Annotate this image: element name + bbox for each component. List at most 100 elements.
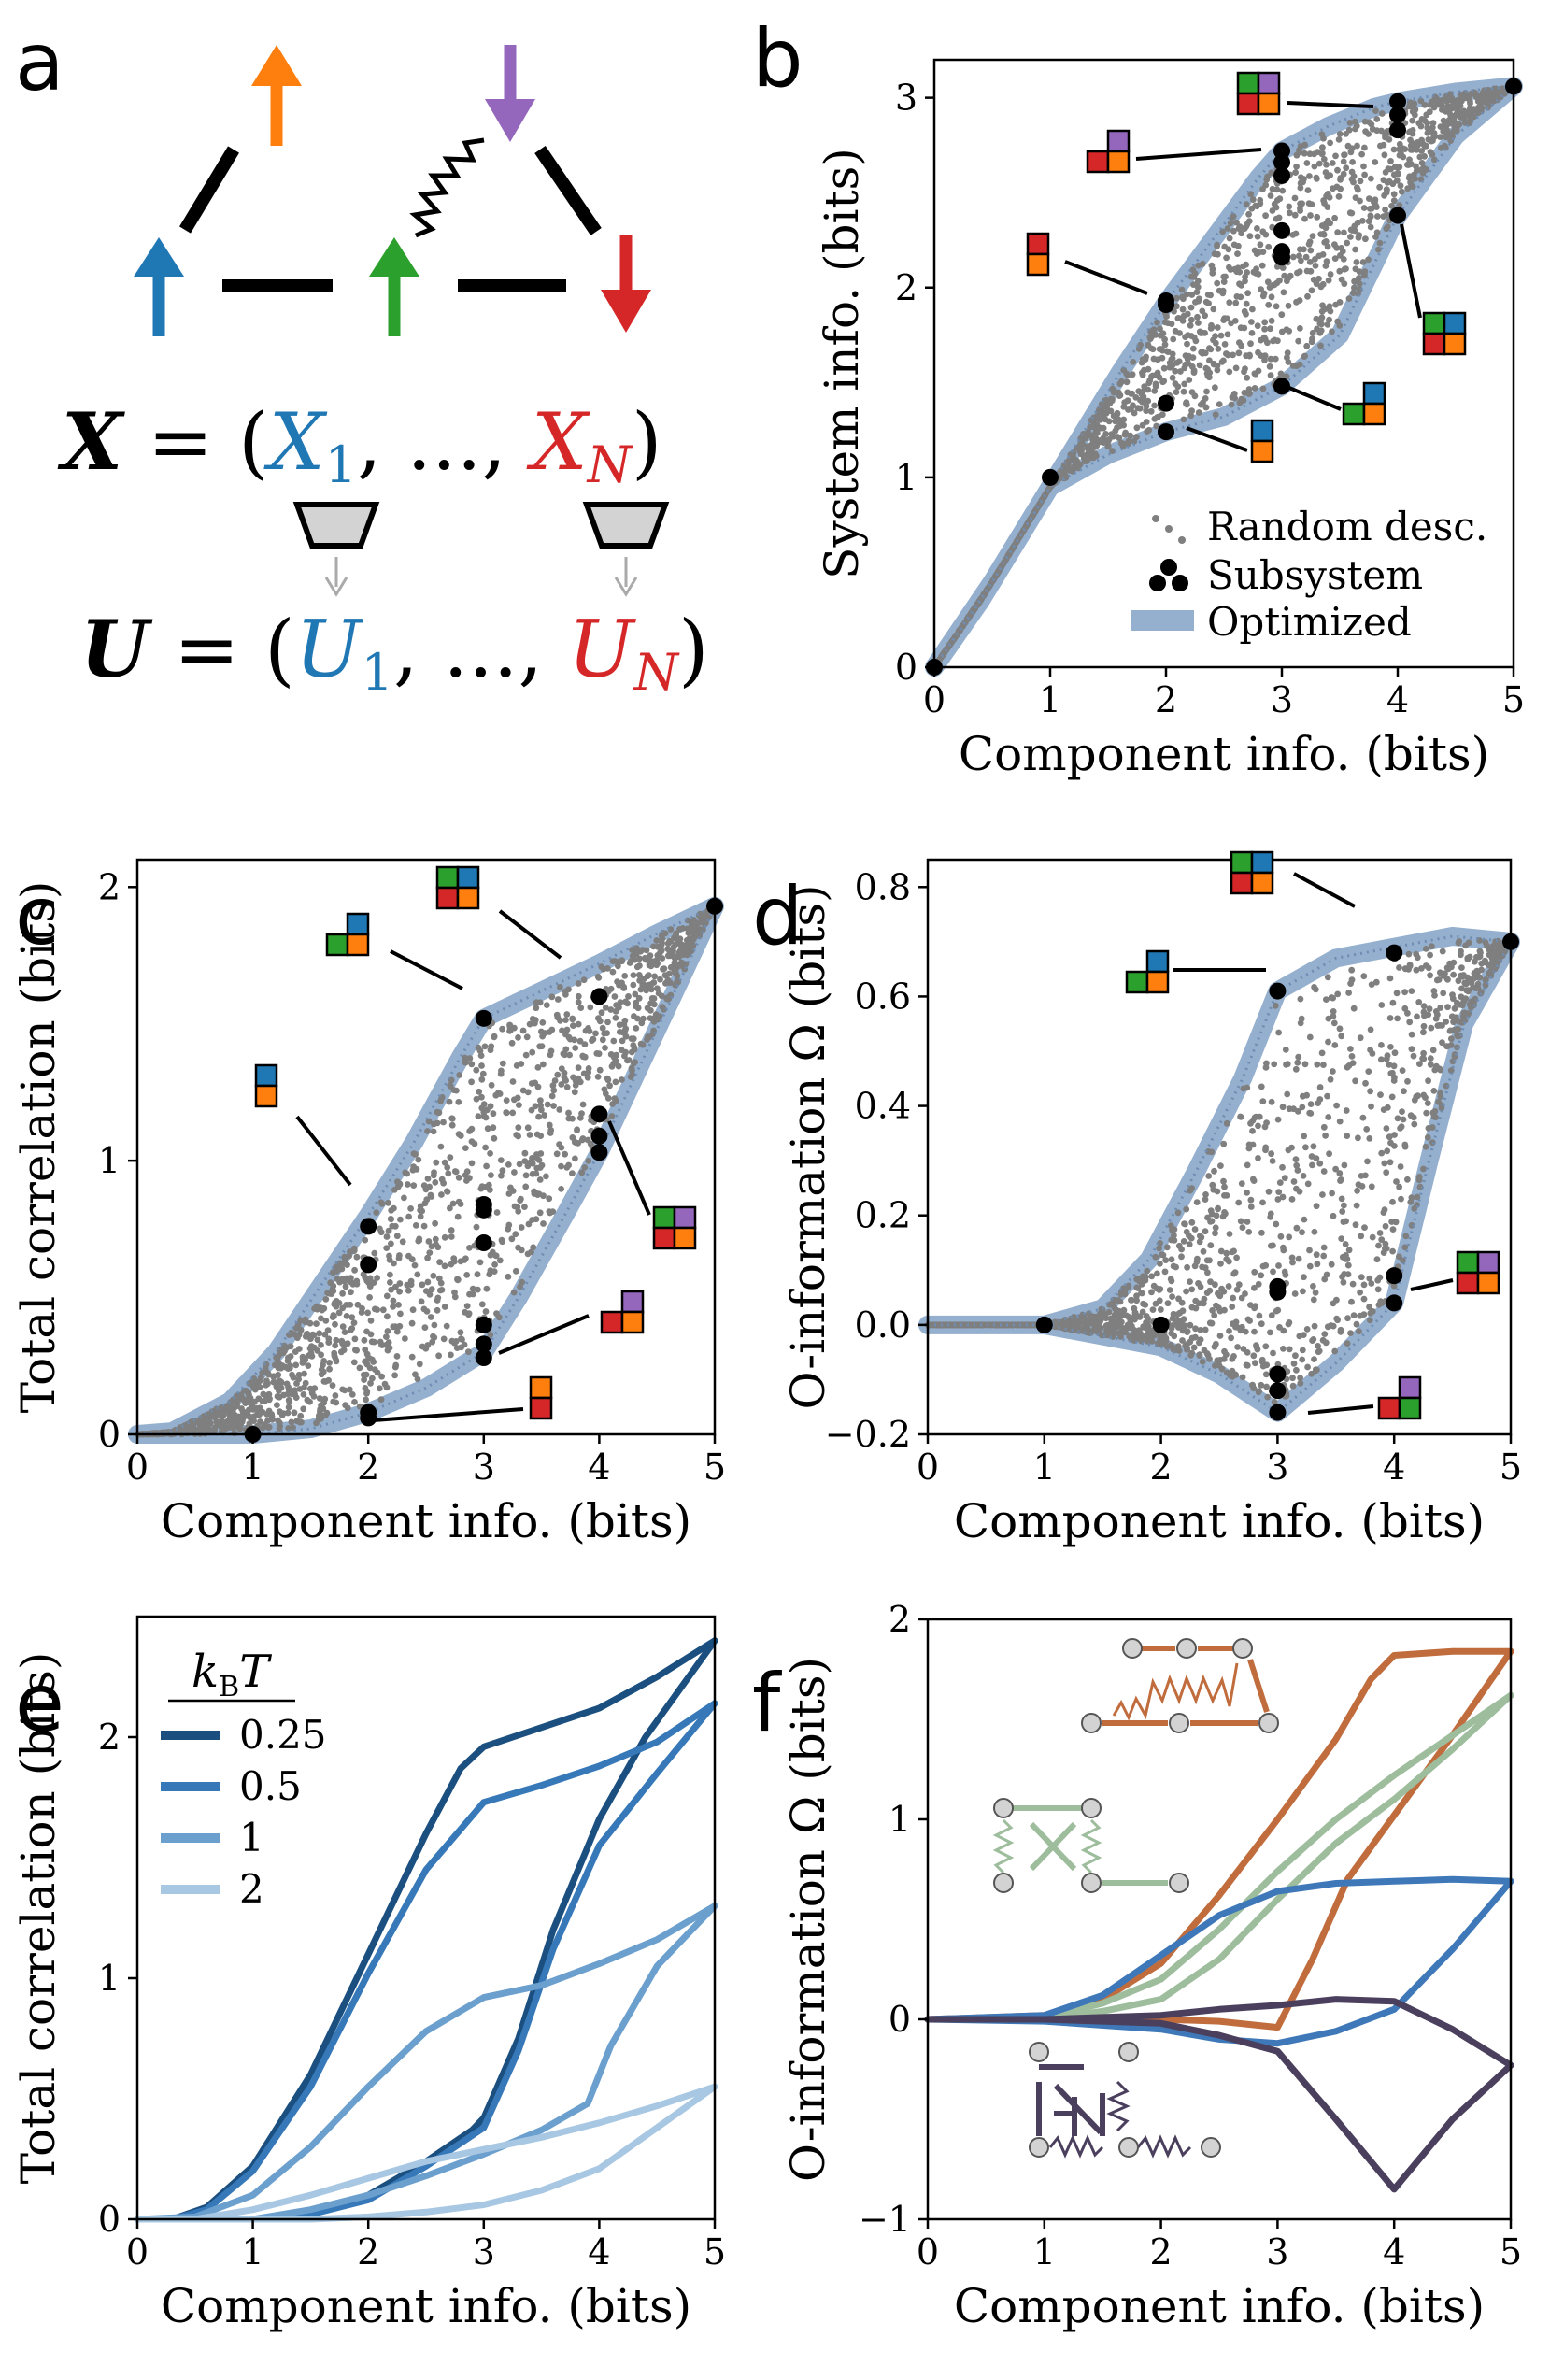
random-point (1237, 1114, 1244, 1120)
random-point (1387, 158, 1394, 164)
random-point (580, 976, 588, 984)
x-tick-label: 2 (357, 1447, 379, 1488)
random-point (1352, 1221, 1359, 1229)
random-point (1406, 1019, 1414, 1026)
random-point (505, 1273, 512, 1280)
random-point (975, 1321, 983, 1329)
random-point (1203, 388, 1210, 395)
random-point (1212, 333, 1218, 340)
random-point (1131, 1304, 1138, 1312)
random-point (433, 1159, 440, 1166)
random-point (1301, 1274, 1307, 1281)
random-point (1309, 1161, 1315, 1169)
random-point (1401, 1244, 1409, 1251)
random-point (1306, 259, 1314, 265)
random-point (1298, 257, 1304, 264)
random-point (630, 1035, 637, 1043)
random-point (1269, 1158, 1276, 1164)
random-point (1130, 359, 1137, 365)
random-point (1407, 142, 1415, 150)
random-point (1161, 341, 1169, 349)
random-point (1291, 211, 1299, 219)
random-point (404, 1181, 411, 1188)
subset-tile-cell (529, 1396, 553, 1420)
random-point (1430, 1088, 1438, 1094)
random-point (1415, 999, 1423, 1005)
random-point (1157, 1261, 1163, 1267)
random-point (1267, 355, 1274, 363)
random-point (1196, 362, 1203, 369)
random-point (1376, 183, 1383, 191)
subset-tile-cell (254, 1063, 278, 1088)
subset-tile-cell (1026, 232, 1050, 256)
y-tick-label: 0 (98, 1414, 121, 1455)
random-point (602, 1045, 608, 1051)
random-point (1368, 981, 1375, 988)
plot-frame (135, 858, 717, 1436)
random-point (1396, 1183, 1402, 1190)
random-point (1347, 1046, 1354, 1052)
x-tick-label: 0 (923, 679, 946, 720)
random-point (1284, 349, 1291, 357)
random-point (1228, 1334, 1234, 1342)
envelope-edge-upper (136, 905, 716, 1436)
random-point (1154, 1270, 1160, 1277)
random-point (1437, 1066, 1444, 1074)
random-point (1362, 235, 1369, 243)
random-point (1262, 1343, 1270, 1350)
random-point (1230, 351, 1236, 359)
random-point (1202, 404, 1210, 411)
random-point (1478, 960, 1486, 967)
random-point (608, 1113, 616, 1119)
random-point (1192, 337, 1200, 345)
random-point (341, 1253, 348, 1261)
random-point (533, 1216, 540, 1223)
random-point (1148, 1337, 1156, 1345)
random-point (547, 1047, 555, 1055)
random-point (619, 979, 625, 987)
random-point (396, 1288, 403, 1295)
random-point (1439, 1039, 1445, 1047)
random-point (1249, 1128, 1256, 1134)
random-point (1307, 247, 1315, 254)
random-point (1242, 273, 1248, 280)
random-point (1116, 422, 1123, 430)
random-point (1448, 94, 1456, 102)
random-point (1205, 1173, 1213, 1179)
y-tick-label: 2 (895, 267, 917, 308)
random-point (1359, 259, 1367, 265)
random-point (1390, 1062, 1398, 1070)
random-point (1315, 1343, 1321, 1349)
subset-tile-cell (435, 865, 460, 890)
random-point (1339, 1273, 1345, 1280)
random-point (999, 1321, 1006, 1329)
random-point (1455, 108, 1462, 116)
random-point (1350, 178, 1357, 186)
random-point (519, 1087, 527, 1094)
random-point (1161, 1268, 1169, 1276)
x-tick-label: 5 (1502, 679, 1525, 720)
random-point (1336, 1025, 1344, 1033)
random-point (679, 925, 687, 932)
random-point (1308, 201, 1315, 208)
random-point (1353, 259, 1360, 265)
random-point (419, 1281, 426, 1289)
random-point (1416, 139, 1424, 147)
random-point (415, 1156, 422, 1163)
random-point (1396, 964, 1402, 971)
random-point (1340, 170, 1347, 178)
random-point (1283, 1061, 1289, 1068)
random-point (1351, 118, 1358, 125)
random-point (1352, 125, 1358, 133)
random-point (248, 1379, 255, 1387)
random-point (1202, 1191, 1209, 1198)
random-point (238, 1405, 245, 1412)
random-point (302, 1356, 308, 1363)
random-point (1274, 1196, 1282, 1203)
random-point (356, 1364, 363, 1372)
random-point (1336, 1170, 1344, 1176)
random-point (1145, 341, 1152, 349)
random-point (437, 1143, 445, 1150)
random-point (1348, 209, 1356, 217)
random-point (936, 1321, 944, 1329)
